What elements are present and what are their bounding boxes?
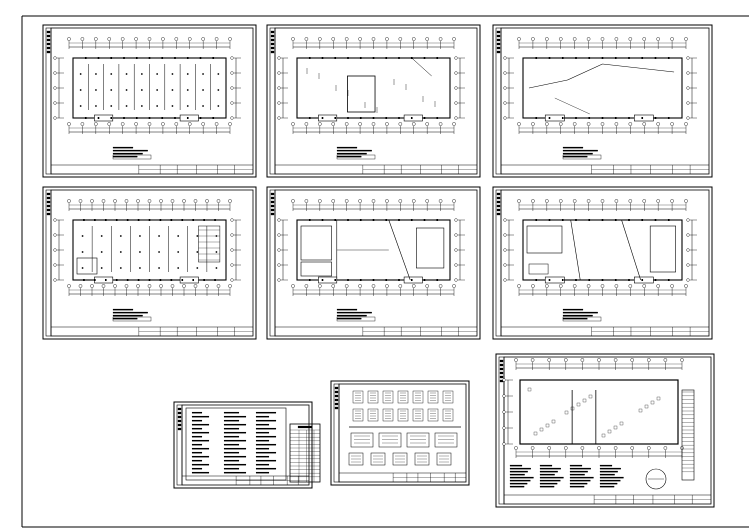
sheets-layer	[42, 24, 715, 508]
sheet-6	[492, 186, 713, 340]
sheet-9	[495, 353, 715, 508]
sheet-8	[330, 380, 470, 486]
sheet-1	[42, 24, 257, 178]
sheet-2	[266, 24, 481, 178]
sheet-5	[266, 186, 481, 340]
sheet-7	[173, 401, 321, 489]
sheet-3	[492, 24, 713, 178]
sheet-4	[42, 186, 257, 340]
